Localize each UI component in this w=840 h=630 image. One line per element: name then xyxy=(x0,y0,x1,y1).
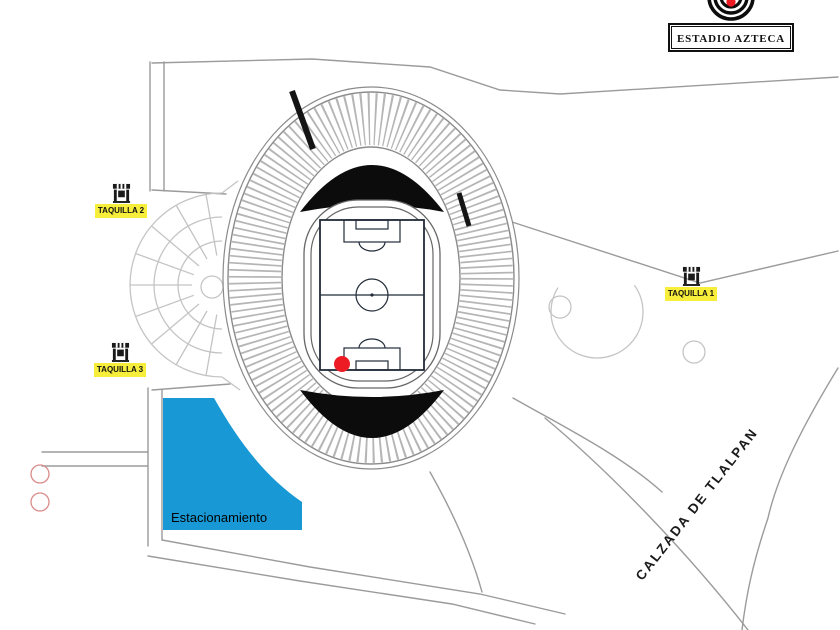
secondary-structures xyxy=(30,180,706,512)
red-dot-marker xyxy=(334,356,350,372)
road-south-access xyxy=(429,471,483,593)
west-fan-structure xyxy=(129,180,241,391)
pitch-center-circle xyxy=(355,278,389,312)
road-east-wedge xyxy=(511,221,839,284)
parking-label: Estacionamiento xyxy=(171,510,268,525)
north-roof-crescent xyxy=(300,165,444,212)
pitch-penalty-arc-north xyxy=(358,241,386,252)
roads xyxy=(41,58,839,630)
taquilla-3-marker: TAQUILLA 3 xyxy=(93,341,147,377)
road-bottom xyxy=(147,555,536,625)
pitch-penalty-arc-south xyxy=(358,338,386,349)
road-calzada-edge xyxy=(544,417,749,630)
road-east-wedge xyxy=(512,397,663,493)
taquilla-3-label: TAQUILLA 3 xyxy=(93,363,147,377)
stadium xyxy=(222,86,520,470)
east-plaza-structures xyxy=(548,265,706,364)
stadium-outer-outline xyxy=(227,91,515,465)
ticket-booth-icon xyxy=(682,266,700,286)
ticket-booth-icon xyxy=(112,183,130,203)
bowl-tier-outline xyxy=(310,206,434,382)
road-bottom xyxy=(161,539,566,615)
stand-section-mark xyxy=(289,89,316,151)
site-top-boundary xyxy=(151,58,839,95)
ticket-booth-icon xyxy=(111,342,129,362)
roundabout-markers xyxy=(30,464,50,512)
stand-section-mark xyxy=(456,192,472,227)
parking-area xyxy=(163,398,302,530)
taquilla-2-marker: TAQUILLA 2 xyxy=(94,182,148,218)
taquilla-1-marker: TAQUILLA 1 xyxy=(664,265,718,301)
taquilla-1-label: TAQUILLA 1 xyxy=(664,287,718,301)
stadium-rings-emblem xyxy=(695,0,767,22)
south-roof-crescent xyxy=(300,390,444,438)
taquilla-2-label: TAQUILLA 2 xyxy=(94,204,148,218)
logo-title: ESTADIO AZTECA xyxy=(677,33,785,45)
pitch-goal-box-north xyxy=(355,219,389,230)
pitch-goal-box-south xyxy=(355,360,389,371)
road-connector xyxy=(151,383,231,391)
estadio-azteca-logo: ESTADIO AZTECA xyxy=(668,0,794,52)
road-calzada-edge xyxy=(741,367,839,630)
pitch-center-dot xyxy=(370,293,374,297)
logo-title-plaque: ESTADIO AZTECA xyxy=(668,23,794,52)
soccer-pitch xyxy=(319,219,425,371)
stands-radial-ring xyxy=(229,93,513,463)
